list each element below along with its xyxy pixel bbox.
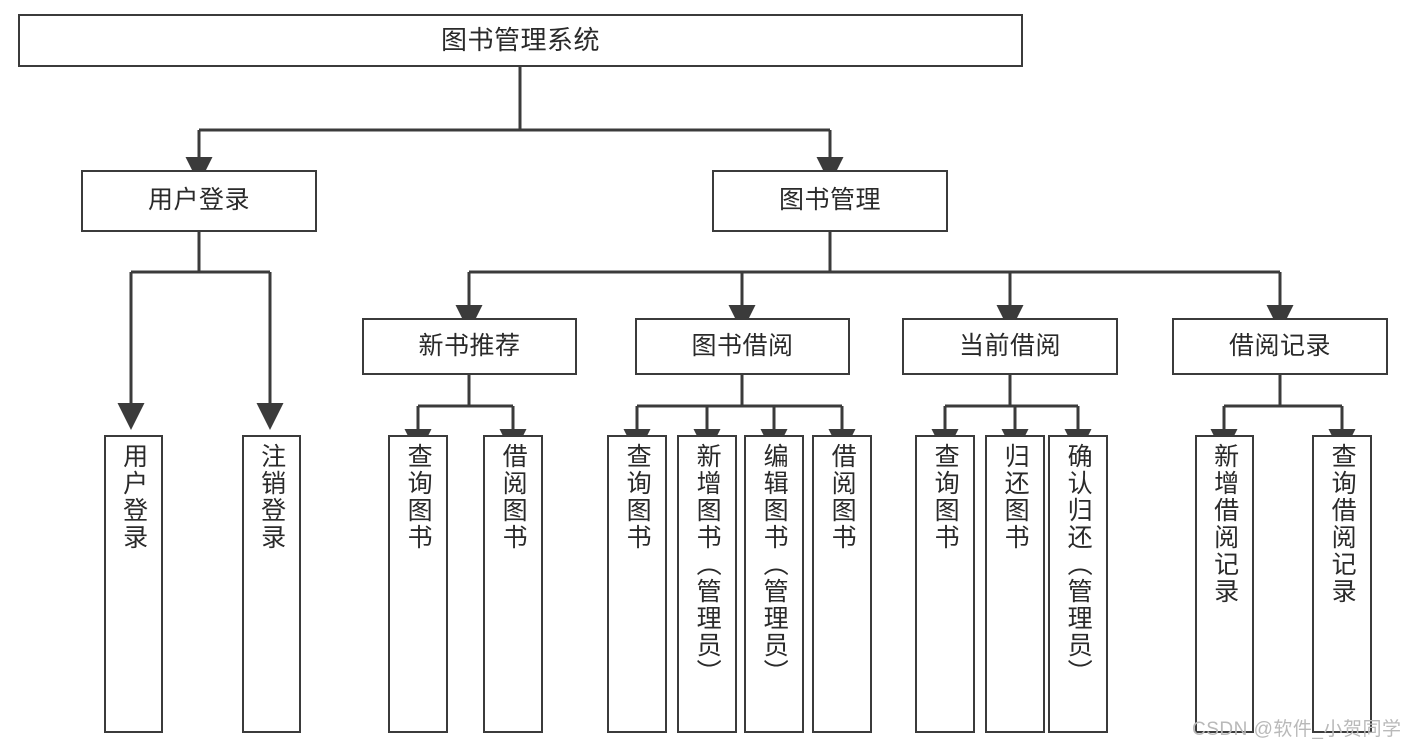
node-current-borrow[interactable]: 当前借阅: [902, 318, 1118, 375]
node-book-management[interactable]: 图书管理: [712, 170, 948, 232]
node-leaf-confirm-return-admin[interactable]: 确认归还（管理员）: [1048, 435, 1108, 733]
node-leaf-borrow-book-label: 借阅图书: [828, 443, 857, 551]
node-leaf-query-book-current[interactable]: 查询图书: [915, 435, 975, 733]
node-new-book-recommend-label: 新书推荐: [418, 331, 521, 360]
node-leaf-query-borrow-record-label: 查询借阅记录: [1328, 443, 1357, 605]
node-leaf-return-book[interactable]: 归还图书: [985, 435, 1045, 733]
node-leaf-add-book-admin[interactable]: 新增图书（管理员）: [677, 435, 737, 733]
node-book-borrow[interactable]: 图书借阅: [635, 318, 850, 375]
node-new-book-recommend[interactable]: 新书推荐: [362, 318, 577, 375]
node-leaf-borrow-book[interactable]: 借阅图书: [812, 435, 872, 733]
node-leaf-query-book-borrow[interactable]: 查询图书: [607, 435, 667, 733]
node-leaf-add-book-admin-label: 新增图书（管理员）: [693, 443, 722, 686]
node-borrow-record-label: 借阅记录: [1228, 331, 1331, 360]
node-leaf-confirm-return-admin-label: 确认归还（管理员）: [1064, 443, 1093, 686]
node-leaf-add-borrow-record[interactable]: 新增借阅记录: [1195, 435, 1254, 733]
node-leaf-query-book-new-label: 查询图书: [404, 443, 433, 551]
watermark: CSDN @软件_小贺同学: [1192, 719, 1402, 740]
node-user-login[interactable]: 用户登录: [81, 170, 317, 232]
node-leaf-borrow-book-new[interactable]: 借阅图书: [483, 435, 543, 733]
node-leaf-query-book-current-label: 查询图书: [931, 443, 960, 551]
node-leaf-add-borrow-record-label: 新增借阅记录: [1210, 443, 1239, 605]
node-book-management-label: 图书管理: [778, 186, 881, 215]
node-root-label: 图书管理系统: [440, 25, 600, 56]
node-leaf-user-login[interactable]: 用户登录: [104, 435, 163, 733]
node-leaf-borrow-book-new-label: 借阅图书: [499, 443, 528, 551]
node-leaf-edit-book-admin[interactable]: 编辑图书（管理员）: [744, 435, 804, 733]
node-leaf-query-book-borrow-label: 查询图书: [623, 443, 652, 551]
node-user-login-label: 用户登录: [147, 186, 250, 215]
node-book-borrow-label: 图书借阅: [691, 331, 794, 360]
node-leaf-return-book-label: 归还图书: [1001, 443, 1030, 551]
node-leaf-logout[interactable]: 注销登录: [242, 435, 301, 733]
node-leaf-edit-book-admin-label: 编辑图书（管理员）: [760, 443, 789, 686]
node-borrow-record[interactable]: 借阅记录: [1172, 318, 1388, 375]
node-leaf-query-book-new[interactable]: 查询图书: [388, 435, 448, 733]
node-leaf-user-login-label: 用户登录: [119, 443, 148, 551]
node-current-borrow-label: 当前借阅: [958, 331, 1061, 360]
node-leaf-query-borrow-record[interactable]: 查询借阅记录: [1312, 435, 1372, 733]
node-leaf-logout-label: 注销登录: [257, 443, 286, 551]
node-root[interactable]: 图书管理系统: [18, 14, 1023, 67]
